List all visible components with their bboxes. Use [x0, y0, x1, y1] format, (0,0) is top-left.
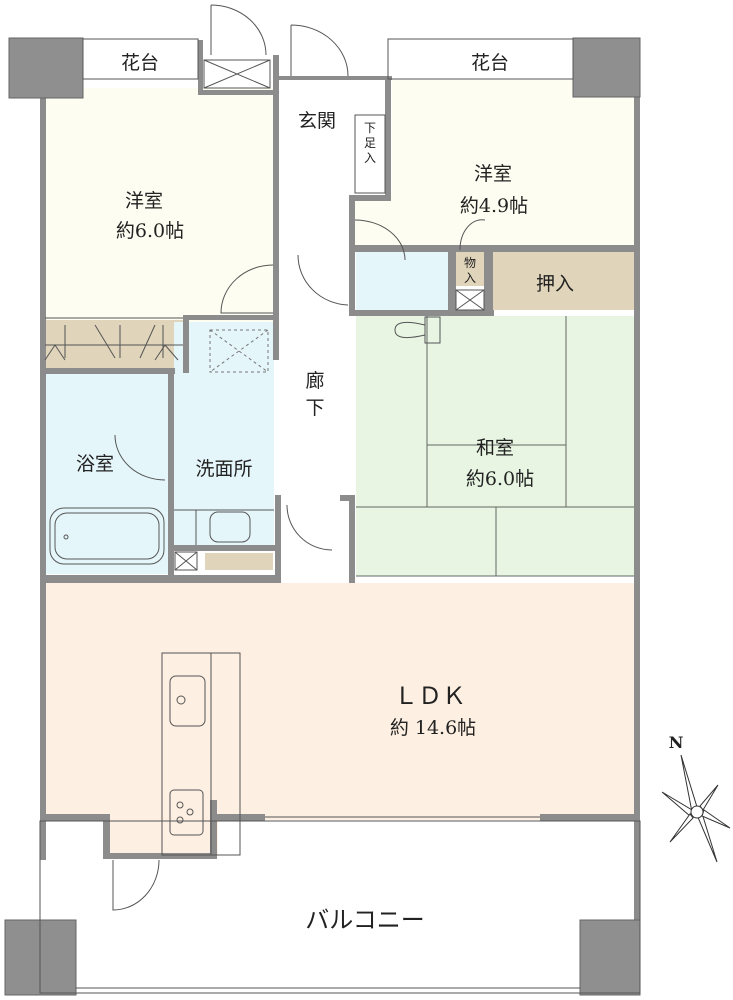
wall — [168, 545, 278, 551]
flower-bed-left-label: 花台 — [121, 52, 159, 74]
wall — [349, 245, 639, 252]
closet-doors — [44, 317, 183, 361]
structural-column — [572, 37, 641, 98]
flower-bed-left — [82, 38, 199, 80]
wall — [340, 495, 355, 501]
wall — [198, 90, 278, 95]
wall — [634, 95, 640, 920]
closet-label: 押入 — [536, 273, 574, 295]
wall — [273, 55, 279, 360]
western-room-right-size: 約4.9帖 — [460, 195, 528, 217]
flower-bed-right — [387, 38, 574, 80]
structural-column — [8, 37, 84, 99]
shoe-storage-label-3: 入 — [364, 151, 376, 165]
closet-area — [493, 252, 634, 310]
ldk-area — [45, 583, 634, 855]
balcony-label: バルコニー — [305, 906, 425, 934]
pipe-space — [174, 59, 485, 571]
western-room-left — [45, 88, 277, 360]
western-room-right-name: 洋室 — [474, 163, 512, 185]
japanese-room-name: 和室 — [476, 437, 514, 459]
storage-small-label-2: 入 — [464, 271, 476, 285]
japanese-room — [356, 316, 634, 576]
western-room-right — [352, 80, 634, 245]
hallway-label-1: 廊 — [305, 370, 324, 392]
wall — [40, 814, 110, 821]
japanese-room-size: 約6.0帖 — [466, 468, 534, 490]
wall — [45, 575, 280, 583]
wall — [210, 814, 265, 821]
compass-north-label: N — [669, 733, 684, 752]
hallway-area — [279, 195, 352, 495]
wash-basin-icon — [174, 509, 274, 545]
wall — [279, 76, 392, 80]
toilet-area — [356, 252, 448, 310]
wall — [275, 495, 281, 583]
shoe-storage-box — [354, 114, 386, 194]
storage-small-label-1: 物 — [464, 256, 476, 270]
wall — [349, 495, 355, 583]
wall — [40, 95, 46, 860]
kitchen-counter — [161, 652, 241, 856]
shoe-storage-label-2: 足 — [364, 136, 376, 150]
wall — [45, 368, 175, 374]
entrance-label: 玄関 — [298, 110, 336, 132]
compass-rose-icon — [661, 754, 731, 863]
western-room-left-name: 洋室 — [125, 190, 163, 212]
wall — [103, 853, 216, 859]
closet-left — [45, 320, 183, 368]
wall — [349, 195, 355, 255]
bathroom-label: 浴室 — [76, 453, 114, 475]
washer-space — [209, 329, 269, 373]
wall — [540, 814, 640, 821]
flower-bed-right-label: 花台 — [471, 52, 509, 74]
linen-storage — [205, 553, 273, 570]
wall — [183, 315, 278, 320]
wall — [168, 372, 174, 582]
tatami-lines — [356, 316, 634, 577]
wall — [349, 245, 355, 315]
washroom-label: 洗面所 — [195, 458, 252, 480]
stove-icon — [169, 789, 204, 836]
western-room-left-size: 約6.0帖 — [116, 220, 184, 242]
toilet-icon — [394, 316, 441, 344]
wall — [103, 814, 110, 859]
entrance-area — [279, 95, 353, 195]
bathroom-area — [46, 374, 168, 574]
shoe-storage-label-1: 下 — [364, 121, 376, 135]
sink-icon — [169, 675, 206, 727]
wall — [385, 76, 391, 201]
wall — [484, 252, 493, 314]
wall — [349, 310, 494, 316]
ldk-name: ＬＤＫ — [394, 682, 466, 710]
wall — [448, 252, 456, 312]
hallway-label-2: 下 — [305, 397, 324, 419]
washroom-area — [174, 322, 274, 546]
bathtub-icon — [49, 507, 165, 565]
structural-column — [579, 919, 641, 996]
balcony-area — [39, 820, 641, 994]
storage-small-area — [456, 252, 484, 286]
wall — [349, 195, 391, 201]
wall — [198, 40, 203, 95]
ldk-size: 約 14.6帖 — [390, 717, 476, 739]
door-swings — [112, 4, 486, 911]
wall — [183, 315, 189, 373]
wall — [210, 800, 217, 859]
